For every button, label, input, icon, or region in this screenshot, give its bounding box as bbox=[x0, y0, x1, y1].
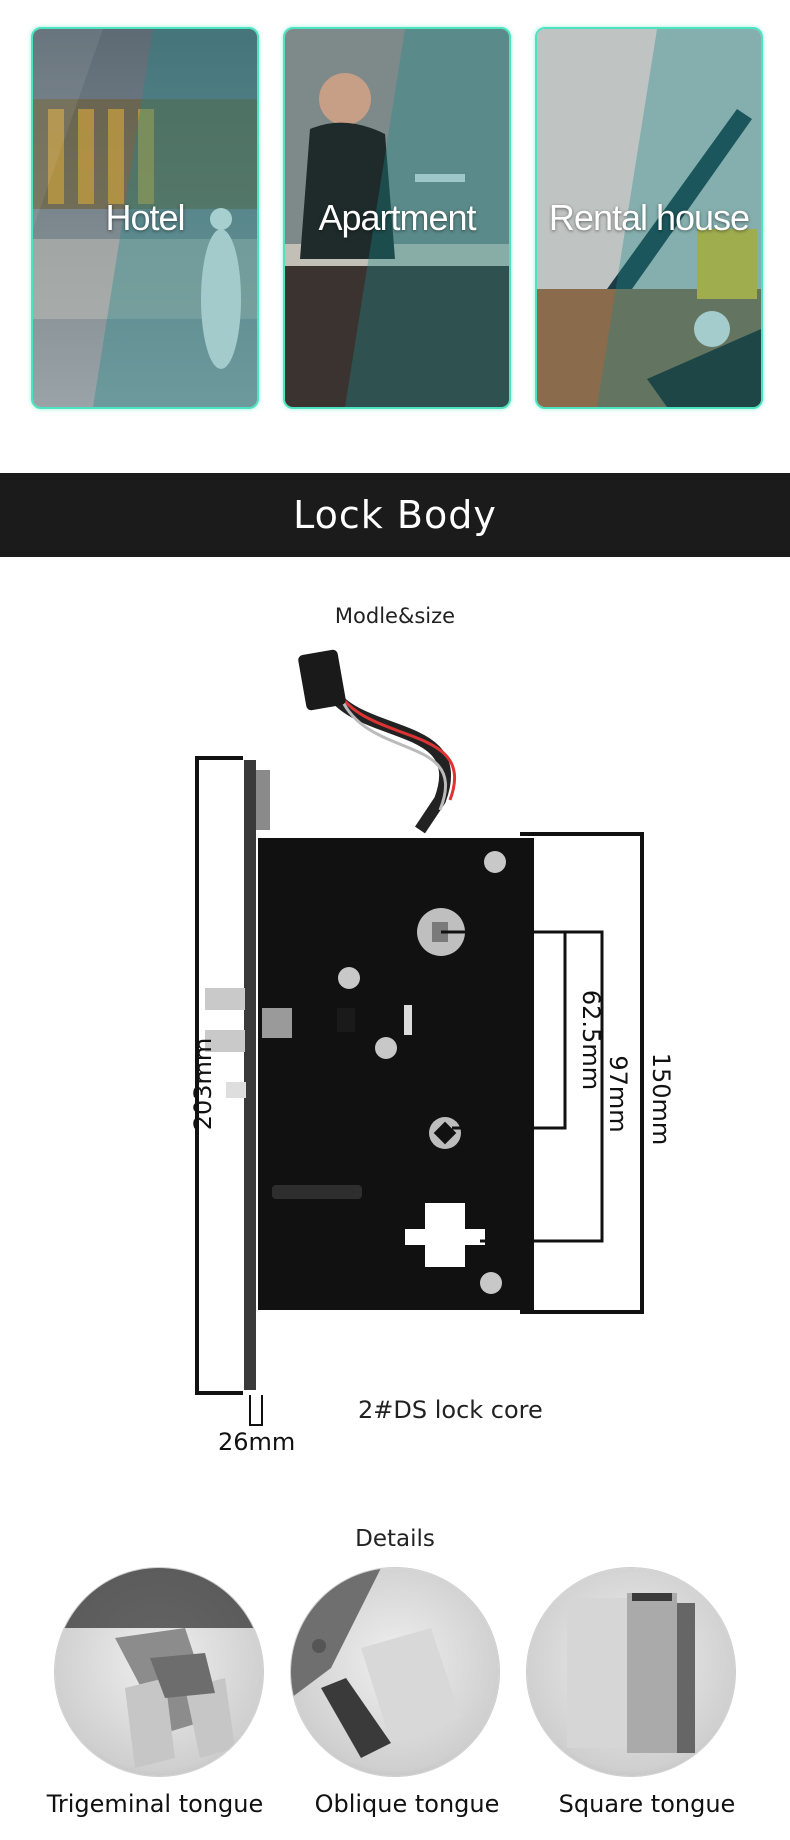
dim-97-label: 97mm bbox=[604, 1055, 632, 1133]
dim-150-label: 150mm bbox=[647, 1052, 675, 1146]
lock-core-label: 2#DS lock core bbox=[358, 1396, 543, 1424]
trigeminal-tongue-photo bbox=[55, 1568, 263, 1776]
scenario-title: Apartment bbox=[318, 197, 476, 238]
lock-body-diagram bbox=[195, 649, 644, 1426]
rental-house-photo bbox=[537, 29, 761, 407]
details-title: Details bbox=[355, 1526, 435, 1552]
detail-caption-oblique: Oblique tongue bbox=[314, 1790, 500, 1818]
oblique-tongue-photo bbox=[291, 1568, 499, 1776]
scenario-card-apartment: Apartment bbox=[283, 27, 511, 409]
square-tongue-photo bbox=[527, 1568, 735, 1776]
scenario-title: Hotel bbox=[105, 197, 185, 238]
apartment-photo bbox=[285, 29, 509, 407]
dim-height-label: 203mm bbox=[189, 1037, 217, 1131]
section-title-band: Lock Body bbox=[0, 473, 790, 557]
detail-caption-square: Square tongue bbox=[558, 1790, 736, 1818]
diagram-caption: Modle&size bbox=[334, 604, 456, 628]
dim-width-label: 26mm bbox=[218, 1428, 296, 1456]
detail-caption-trigeminal: Trigeminal tongue bbox=[46, 1790, 264, 1818]
hotel-photo bbox=[33, 29, 257, 407]
scenario-card-hotel: Hotel bbox=[31, 27, 259, 409]
dim-62-5-label: 62.5mm bbox=[577, 989, 605, 1091]
scenario-card-rental-house: Rental house bbox=[535, 27, 763, 409]
scenario-title: Rental house bbox=[548, 197, 750, 238]
